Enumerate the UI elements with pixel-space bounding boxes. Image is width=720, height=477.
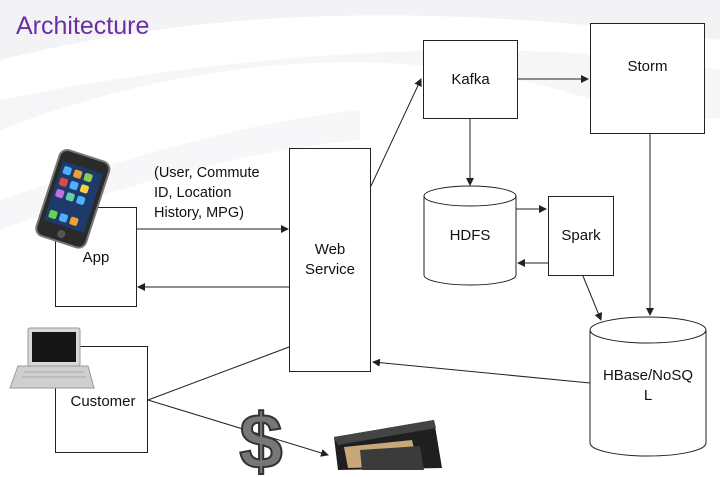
- arrow-webservice-to-kafka: [370, 78, 422, 187]
- kafka-box: Kafka: [423, 40, 518, 119]
- customer-box: [55, 346, 148, 453]
- dollar-sign-icon: $: [238, 396, 283, 477]
- line-webservice-to-customer: [147, 346, 290, 401]
- storm-label: Storm: [627, 57, 668, 75]
- app-label: App: [82, 249, 110, 266]
- kafka-label: Kafka: [451, 70, 490, 88]
- web-service-box: Web Service: [289, 148, 371, 372]
- hbase-cylinder: [589, 316, 707, 457]
- wallet-icon: [334, 420, 442, 470]
- customer-label: Customer: [70, 393, 136, 410]
- arrow-hbase-to-webservice: [372, 358, 591, 384]
- hdfs-cylinder: [423, 185, 517, 286]
- smartphone-icon: [35, 149, 111, 249]
- svg-text:$: $: [239, 397, 282, 477]
- spark-label: Spark: [561, 227, 601, 244]
- slide-title: Architecture: [16, 12, 150, 40]
- storm-box: Storm: [590, 23, 705, 134]
- hbase-label: HBase/NoSQ L: [602, 367, 694, 404]
- laptop-icon: [9, 327, 95, 389]
- arrow-customer-to-wallet: [147, 399, 329, 457]
- spark-box: Spark: [548, 196, 614, 276]
- payload-annotation: (User, Commute ID, Location History, MPG…: [154, 165, 260, 221]
- arrow-spark-to-hbase: [582, 275, 603, 321]
- hdfs-label: HDFS: [449, 227, 491, 244]
- web-service-label: Web Service: [304, 241, 356, 278]
